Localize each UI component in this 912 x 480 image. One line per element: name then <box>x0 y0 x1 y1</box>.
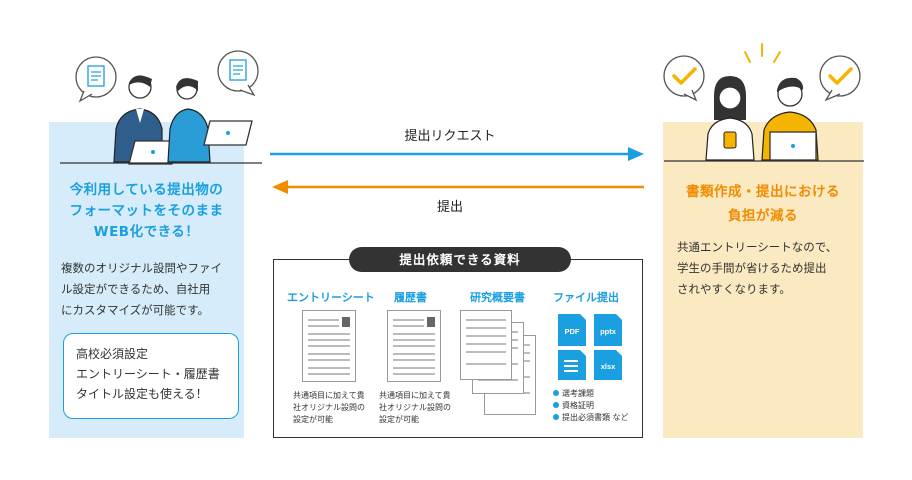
entry-sheet-description: 共通項目に加えて貴 社オリジナル設問の 設定が可能 <box>293 390 375 426</box>
right-desc-line: 学生の手間が省けるため提出 <box>677 261 827 275</box>
right-title: 書類作成・提出における 負担が減る <box>663 180 863 228</box>
sparkle-icon <box>744 43 781 63</box>
file-submission-list: 選考課題 資格証明 提出必須書類 など <box>553 388 629 424</box>
laptop-icon <box>769 131 817 161</box>
left-note-line: タイトル設定も使える！ <box>76 387 208 401</box>
right-desc-line: 共通エントリーシートなので、 <box>677 240 838 254</box>
left-title: 今利用している提出物の フォーマットをそのまま WEB化できる！ <box>49 180 244 243</box>
resume-desc-line: 設定が可能 <box>379 415 419 424</box>
right-panel <box>663 122 863 438</box>
list-item: 選考課題 <box>553 388 629 400</box>
right-illustration <box>663 43 864 162</box>
check-bubble-icon <box>819 55 861 102</box>
resume-description: 共通項目に加えて貴 社オリジナル設問の 設定が可能 <box>379 390 461 426</box>
laptop-icon <box>128 140 179 165</box>
right-title-line: 負担が減る <box>728 208 798 224</box>
entry-sheet-desc-line: 社オリジナル設問の <box>293 403 365 412</box>
resume-desc-line: 共通項目に加えて貴 <box>379 391 451 400</box>
person-icon <box>167 78 211 163</box>
document-bubble-icon <box>217 50 259 97</box>
pdf-file-icon: PDF <box>558 314 586 346</box>
request-arrow <box>270 147 644 161</box>
list-item: 提出必須書類 など <box>553 412 629 424</box>
list-item-label: 資格証明 <box>562 401 594 410</box>
left-desc-line: 複数のオリジナル設問やファイ <box>61 261 222 275</box>
research-summary-document-icon <box>460 310 512 380</box>
column-heading-resume: 履歴書 <box>394 291 427 304</box>
pptx-file-icon: pptx <box>594 314 622 346</box>
left-note-line: 高校必須設定 <box>76 347 149 361</box>
submit-arrow <box>272 180 644 194</box>
list-item: 資格証明 <box>553 400 629 412</box>
submit-arrow-label: 提出 <box>436 200 463 215</box>
bullet-icon <box>553 414 559 420</box>
bullet-icon <box>553 390 559 396</box>
request-arrow-label: 提出リクエスト <box>404 129 496 144</box>
right-title-line: 書類作成・提出における <box>686 184 840 200</box>
column-heading-research-summary: 研究概要書 <box>470 291 525 304</box>
list-item-label: 提出必須書類 など <box>562 413 629 422</box>
xlsx-file-icon: xlsx <box>594 350 622 380</box>
laptop-icon <box>203 120 253 146</box>
left-note-box: 高校必須設定 エントリーシート・履歴書 タイトル設定も使える！ <box>63 333 239 419</box>
left-title-line: フォーマットをそのまま <box>69 203 224 219</box>
left-note-line: エントリーシート・履歴書 <box>76 367 220 381</box>
svg-text:pptx: pptx <box>600 327 617 336</box>
resume-desc-line: 社オリジナル設問の <box>379 403 451 412</box>
left-desc-line: にカスタマイズが可能です。 <box>61 303 210 317</box>
entry-sheet-desc-line: 設定が可能 <box>293 415 333 424</box>
right-desc-line: されやすくなります。 <box>677 282 791 296</box>
left-illustration <box>60 50 262 165</box>
document-file-icon <box>558 350 586 380</box>
file-type-icons: PDF pptx xlsx <box>558 314 622 380</box>
list-item-label: 選考課題 <box>562 389 594 398</box>
column-heading-file-submission: ファイル提出 <box>553 291 619 304</box>
left-title-line: 今利用している提出物の <box>69 182 224 198</box>
left-title-line: WEB化できる！ <box>93 224 200 240</box>
left-description: 複数のオリジナル設問やファイ ル設定ができるため、自社用 にカスタマイズが可能で… <box>61 258 241 321</box>
bullet-icon <box>553 402 559 408</box>
column-heading-entry-sheet: エントリーシート <box>287 291 375 304</box>
document-bubble-icon <box>75 56 117 103</box>
entry-sheet-desc-line: 共通項目に加えて貴 <box>293 391 365 400</box>
svg-text:xlsx: xlsx <box>601 362 616 371</box>
svg-text:PDF: PDF <box>565 327 580 336</box>
person-icon <box>705 76 755 161</box>
entry-sheet-document-icon <box>302 310 356 382</box>
left-desc-line: ル設定ができるため、自社用 <box>61 282 211 296</box>
right-description: 共通エントリーシートなので、 学生の手間が省けるため提出 されやすくなります。 <box>677 237 861 300</box>
documents-title: 提出依頼できる資料 <box>349 247 571 272</box>
resume-document-icon <box>387 310 441 382</box>
check-bubble-icon <box>663 55 705 102</box>
